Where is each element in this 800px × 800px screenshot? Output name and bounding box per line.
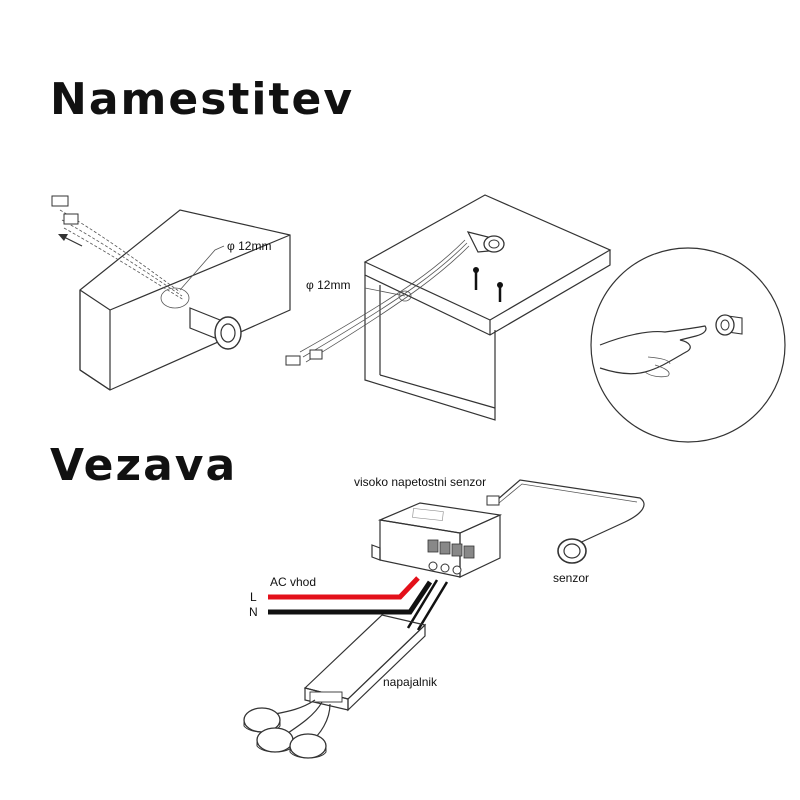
neutral-wire: [268, 580, 433, 615]
ac-input-label: AC vhod: [270, 575, 316, 589]
panel-block-install: φ 12mm: [51, 195, 291, 391]
live-wire: [268, 576, 420, 600]
neutral-label: N: [249, 605, 258, 619]
power-supply: [303, 614, 427, 712]
arrow-icon: [58, 234, 83, 247]
connector-plug-1: [51, 195, 79, 225]
panel-cabinet-install: φ 12mm: [285, 194, 612, 421]
led-puck-light: [256, 727, 294, 753]
wiring-diagram: visoko napetostni senzor senzor AC vhod …: [243, 475, 645, 759]
controller-module: [371, 502, 503, 578]
panel-touch-demo: [590, 247, 786, 443]
sensor-mounted-3: [715, 314, 743, 336]
sensor-mounted-2: [466, 231, 505, 253]
connector-plug-2: [285, 349, 323, 366]
high-voltage-sensor-label: visoko napetostni senzor: [354, 475, 486, 489]
drilled-hole: [160, 287, 190, 309]
diameter-label-1: φ 12mm: [227, 239, 271, 253]
live-label: L: [250, 590, 257, 604]
touch-sensor: [557, 538, 587, 564]
diameter-label-2: φ 12mm: [306, 278, 350, 292]
sensor-plug: [486, 495, 500, 506]
screw-icon: [497, 282, 503, 302]
screw-icon: [473, 267, 479, 290]
drilled-hole: [398, 290, 412, 302]
sensor-mounted-1: [189, 307, 242, 350]
install-heading: Namestitev: [50, 74, 355, 125]
terminal-block: [427, 539, 475, 559]
power-supply-label: napajalnik: [383, 675, 438, 689]
sensor-label: senzor: [553, 571, 589, 585]
wiring-heading: Vezava: [50, 440, 238, 491]
led-puck-light: [289, 733, 327, 759]
